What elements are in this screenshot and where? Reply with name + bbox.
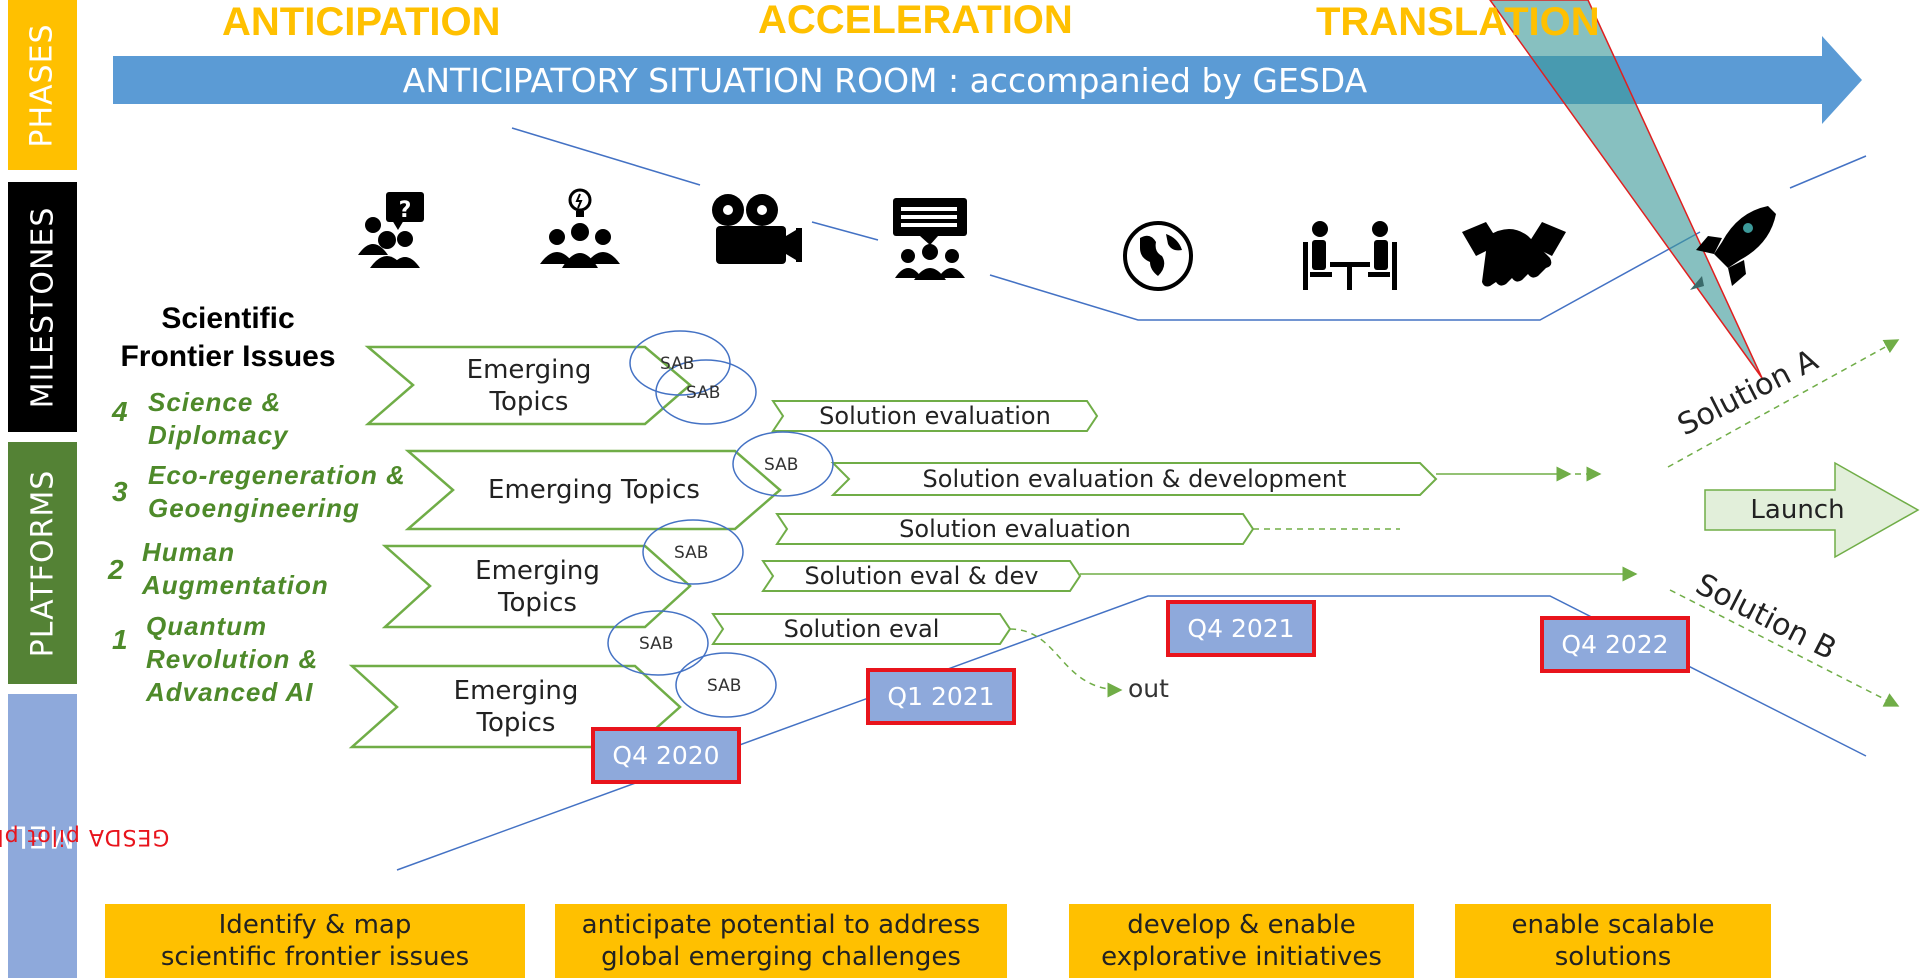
solution-chevron-4 bbox=[771, 400, 1099, 432]
sab-label-2: SAB bbox=[674, 543, 709, 563]
sfi-item-2-label: Human Augmentation bbox=[142, 536, 329, 602]
solution-eval-dev-1b: Solution eval & dev bbox=[804, 562, 1039, 590]
goal-1-line1: Identify & map bbox=[218, 910, 412, 940]
sidebar-milestones-label: MILESTONES bbox=[25, 206, 61, 408]
emerging-topics-2-line1: Emerging bbox=[475, 556, 600, 586]
goal-2-line1: anticipate potential to address bbox=[581, 910, 981, 940]
sfi-item-4-line1: Science & bbox=[148, 387, 282, 417]
launch-arrow bbox=[1704, 461, 1920, 559]
sfi-item-3-line2: Geoengineering bbox=[148, 493, 360, 523]
emerging-topics-1-line1: Emerging bbox=[453, 676, 579, 706]
discussion-group-icon bbox=[893, 198, 967, 280]
sab-label-3: SAB bbox=[764, 455, 799, 475]
emerging-topics-1: Emerging Topics bbox=[397, 670, 635, 744]
sfi-item-1-label: Quantum Revolution & Advanced AI bbox=[146, 610, 318, 709]
sfi-item-4-number: 4 bbox=[112, 396, 128, 427]
handshake-icon bbox=[1462, 222, 1566, 287]
sfi-item-2-line1: Human bbox=[142, 537, 236, 567]
goal-1-line2: scientific frontier issues bbox=[160, 942, 470, 972]
question-group-icon: ? bbox=[358, 192, 424, 268]
emerging-topics-3: Emerging Topics bbox=[488, 475, 700, 505]
goal-anticipate-potential: anticipate potential to address global e… bbox=[555, 904, 1007, 978]
sidebar-milestones: MILESTONES bbox=[8, 182, 77, 432]
sfi-item-1-line3: Advanced AI bbox=[146, 677, 314, 707]
solution-evaluation-2: Solution evaluation bbox=[899, 515, 1131, 543]
emerging-topics-1-line2: Topics bbox=[476, 708, 556, 738]
phase-translation: TRANSLATION bbox=[1316, 0, 1600, 44]
rocket-highlight-wedge bbox=[1489, 0, 1763, 379]
sidebar-phases-label: PHASES bbox=[25, 22, 60, 148]
solution-chevron-2 bbox=[775, 513, 1255, 545]
sfi-item-1-line1: Quantum bbox=[146, 611, 268, 641]
emerging-topics-chevron-4 bbox=[364, 345, 692, 426]
emerging-topics-chevron-3 bbox=[404, 449, 782, 531]
sfi-item-3-line1: Eco-regeneration & bbox=[148, 460, 406, 490]
timeline-q4-2022: Q4 2022 bbox=[1540, 616, 1690, 673]
idea-group-icon bbox=[540, 188, 620, 268]
sidebar-timeline-group: TIMELINE GESDA pilot phase bbox=[0, 725, 169, 947]
launch-label: Launch bbox=[1750, 495, 1845, 525]
goal-4-line1: enable scalable bbox=[1511, 910, 1715, 940]
video-camera-icon bbox=[712, 194, 802, 264]
emerging-chevrons bbox=[348, 345, 782, 749]
sfi-item-3-number: 3 bbox=[112, 476, 128, 507]
sidebar-platforms: PLATFORMS bbox=[8, 442, 77, 684]
timeline-q1-2021: Q1 2021 bbox=[866, 668, 1016, 725]
emerging-topics-2-line2: Topics bbox=[498, 588, 577, 618]
solution-evaluation-development-3: Solution evaluation & development bbox=[922, 465, 1347, 493]
sab-label-4a: SAB bbox=[660, 354, 695, 374]
phase-anticipation: ANTICIPATION bbox=[222, 0, 501, 44]
meeting-table-icon bbox=[1303, 221, 1397, 290]
svg-text:?: ? bbox=[399, 198, 412, 223]
sidebar-platforms-label: PLATFORMS bbox=[25, 469, 60, 657]
sidebar-timeline-sub: GESDA pilot phase bbox=[0, 823, 170, 849]
goal-3-line1: develop & enable bbox=[1127, 910, 1356, 940]
timeline-q4-2021: Q4 2021 bbox=[1166, 600, 1316, 657]
sfi-item-1-number: 1 bbox=[112, 624, 128, 655]
out-label: out bbox=[1128, 674, 1169, 703]
rocket-icon bbox=[1690, 206, 1776, 290]
sfi-title-line1: Scientific bbox=[161, 302, 295, 335]
banner-text: ANTICIPATORY SITUATION ROOM : accompanie… bbox=[402, 60, 1368, 100]
solution-connectors bbox=[1009, 339, 1900, 707]
solution-chevron-3 bbox=[830, 462, 1438, 496]
sfi-item-3-label: Eco-regeneration & Geoengineering bbox=[148, 459, 406, 525]
sfi-title: Scientific Frontier Issues bbox=[103, 300, 353, 376]
solution-eval-1: Solution eval bbox=[783, 615, 940, 643]
sfi-item-1-line2: Revolution & bbox=[146, 644, 319, 674]
sfi-item-4-line2: Diplomacy bbox=[148, 420, 289, 450]
milestone-funnel-lines bbox=[396, 127, 1867, 871]
sfi-title-line2: Frontier Issues bbox=[120, 340, 336, 373]
sfi-item-4-label: Science & Diplomacy bbox=[148, 386, 289, 452]
sab-label-1a: SAB bbox=[639, 634, 674, 654]
goal-enable-scalable: enable scalable solutions bbox=[1455, 904, 1771, 978]
goal-4-line2: solutions bbox=[1554, 942, 1672, 972]
sidebar-phases: PHASES bbox=[8, 0, 77, 170]
solution-chevron-1b bbox=[761, 560, 1082, 592]
sab-ellipses bbox=[607, 330, 834, 718]
solution-evaluation-4: Solution evaluation bbox=[819, 402, 1051, 430]
timeline-q4-2020: Q4 2020 bbox=[591, 727, 741, 784]
sfi-item-2-line2: Augmentation bbox=[142, 570, 329, 600]
emerging-topics-chevron-2 bbox=[381, 544, 692, 629]
sab-label-4b: SAB bbox=[686, 383, 721, 403]
phase-banner-arrow bbox=[113, 36, 1862, 124]
sab-label-1b: SAB bbox=[707, 676, 742, 696]
solution-chevrons bbox=[711, 400, 1438, 645]
sfi-item-2-number: 2 bbox=[108, 554, 124, 585]
phase-acceleration: ACCELERATION bbox=[758, 0, 1073, 42]
goal-develop-enable: develop & enable explorative initiatives bbox=[1069, 904, 1414, 978]
goal-2-line2: global emerging challenges bbox=[601, 942, 961, 972]
emerging-topics-4-line1: Emerging bbox=[466, 355, 592, 385]
sidebar-timeline: TIMELINE GESDA pilot phase bbox=[0, 694, 169, 978]
emerging-topics-4-line2: Topics bbox=[489, 387, 569, 417]
solution-chevron-1 bbox=[711, 613, 1012, 645]
emerging-topics-4: Emerging Topics bbox=[413, 350, 645, 422]
goal-3-line2: explorative initiatives bbox=[1101, 942, 1382, 972]
goal-identify-map: Identify & map scientific frontier issue… bbox=[105, 904, 525, 978]
globe-icon bbox=[1123, 221, 1193, 291]
emerging-topics-2: Emerging Topics bbox=[430, 550, 645, 624]
